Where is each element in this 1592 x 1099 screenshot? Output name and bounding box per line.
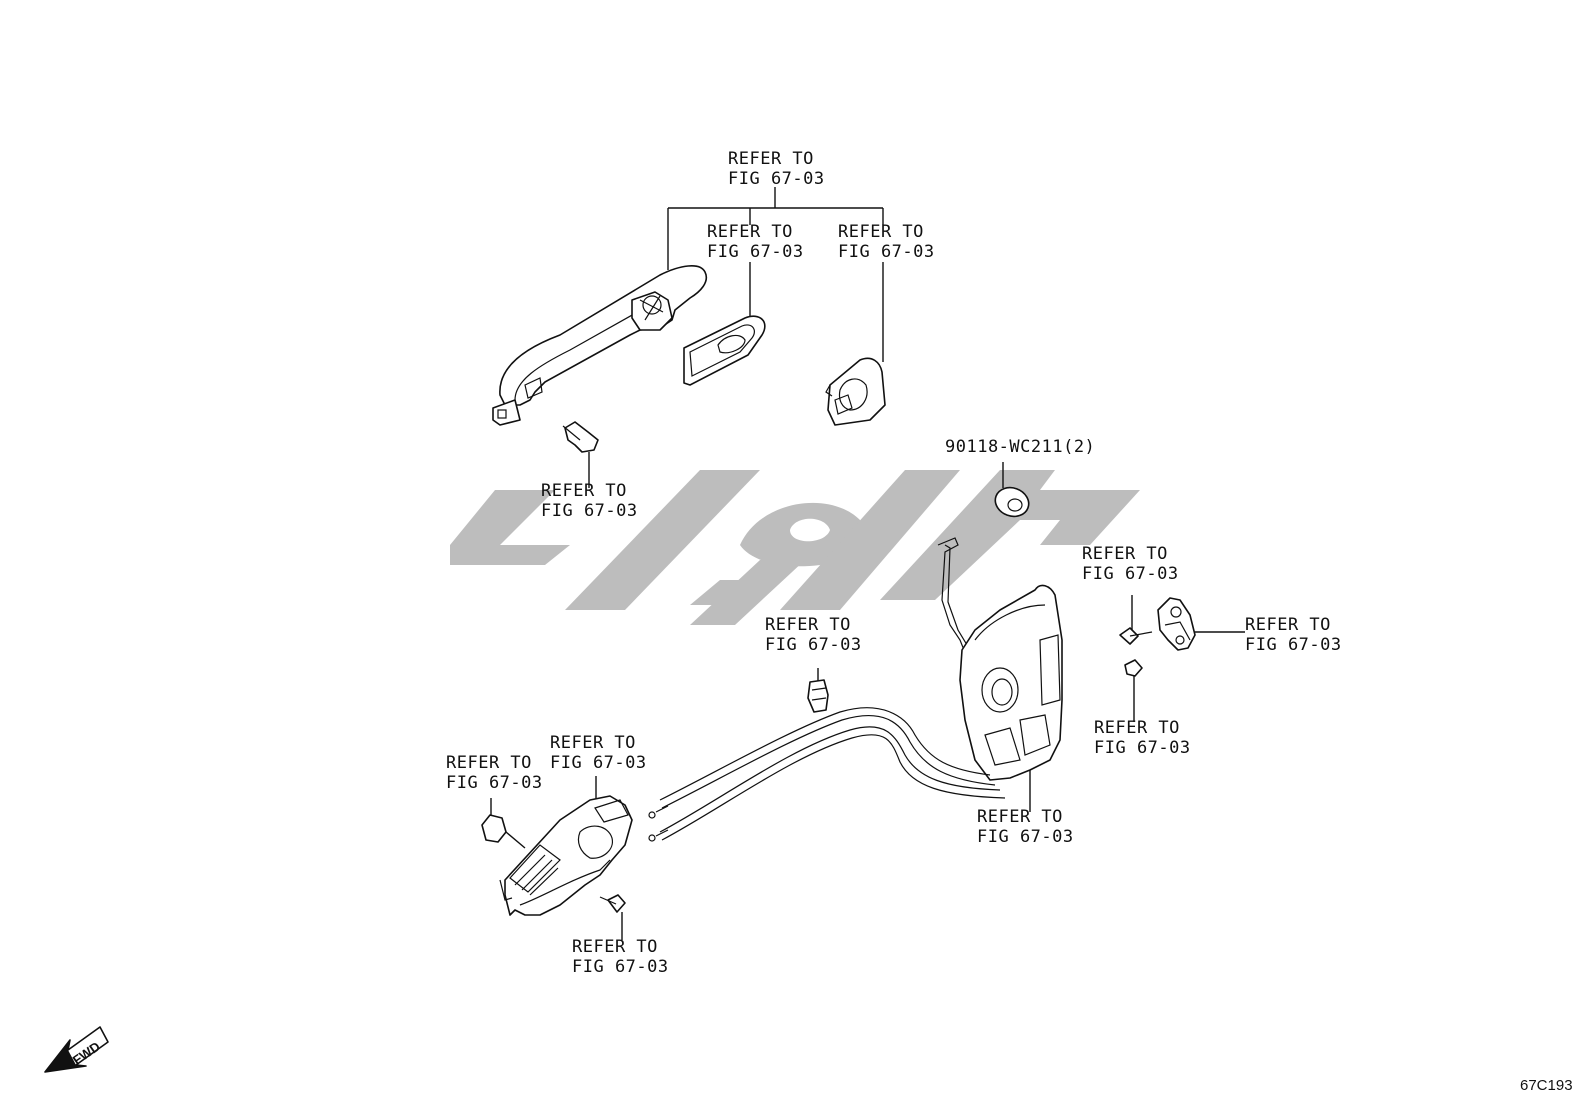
label-line: REFER TO: [446, 753, 532, 773]
label-line: REFER TO: [541, 481, 627, 501]
label-line: REFER TO: [707, 222, 793, 242]
label-lock-assembly: REFER TO FIG 67-03: [977, 807, 1074, 847]
label-striker-bolt: REFER TO FIG 67-03: [1094, 718, 1191, 758]
fwd-arrow-icon: FWD: [44, 1026, 109, 1073]
plug: [481, 798, 526, 849]
label-top-group: REFER TO FIG 67-03: [728, 149, 825, 189]
top-leader-lines: [667, 187, 884, 362]
striker-screw: [1119, 595, 1153, 645]
label-pad: REFER TO FIG 67-03: [707, 222, 804, 262]
inside-door-handle: [499, 776, 633, 916]
label-striker: REFER TO FIG 67-03: [1245, 615, 1342, 655]
inner-handle-screw: [599, 894, 626, 940]
label-line: FIG 67-03: [728, 169, 825, 189]
striker: [1157, 597, 1245, 651]
label-line: REFER TO: [1245, 615, 1331, 635]
label-line: REFER TO: [1094, 718, 1180, 738]
outside-door-handle: [492, 265, 708, 426]
label-line: FIG 67-03: [765, 635, 862, 655]
label-line: FIG 67-03: [1082, 564, 1179, 584]
label-plug: REFER TO FIG 67-03: [446, 753, 543, 793]
striker-bolt: [1124, 659, 1143, 722]
label-inner-handle-screw: REFER TO FIG 67-03: [572, 937, 669, 977]
label-line: FIG 67-03: [550, 753, 647, 773]
grommet: [994, 462, 1030, 518]
label-striker-screw: REFER TO FIG 67-03: [1082, 544, 1179, 584]
cable-clip: [807, 668, 829, 713]
label-line: REFER TO: [977, 807, 1063, 827]
label-line: FIG 67-03: [707, 242, 804, 262]
handle-screw: [562, 421, 599, 488]
label-part-number: 90118-WC211(2): [945, 437, 1095, 457]
label-cable-clip: REFER TO FIG 67-03: [765, 615, 862, 655]
label-line: REFER TO: [765, 615, 851, 635]
lock-cables: [648, 707, 1006, 842]
label-line: REFER TO: [572, 937, 658, 957]
label-cover: REFER TO FIG 67-03: [838, 222, 935, 262]
label-line: REFER TO: [728, 149, 814, 169]
label-line: FIG 67-03: [1094, 738, 1191, 758]
handle-cover: [825, 357, 886, 426]
label-line: FIG 67-03: [838, 242, 935, 262]
door-lock-assembly: [937, 537, 1063, 812]
label-line: 90118-WC211(2): [945, 437, 1096, 457]
figure-code: 67C193: [1520, 1077, 1573, 1094]
label-line: REFER TO: [550, 733, 636, 753]
label-inner-handle: REFER TO FIG 67-03: [550, 733, 647, 773]
label-line: FIG 67-03: [541, 501, 638, 521]
label-line: REFER TO: [1082, 544, 1168, 564]
label-line: FIG 67-03: [1245, 635, 1342, 655]
handle-pad: [683, 315, 766, 386]
label-line: REFER TO: [838, 222, 924, 242]
label-line: FIG 67-03: [977, 827, 1074, 847]
watermark-logo: [450, 470, 1140, 625]
label-handle-screw: REFER TO FIG 67-03: [541, 481, 638, 521]
label-line: FIG 67-03: [572, 957, 669, 977]
label-line: FIG 67-03: [446, 773, 543, 793]
